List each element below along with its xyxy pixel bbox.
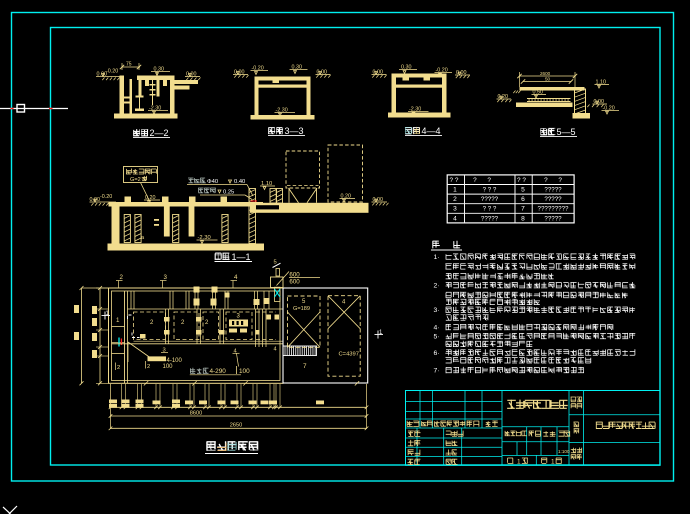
svg-text:-0.20: -0.20 <box>106 69 118 75</box>
svg-text:0.00: 0.00 <box>456 70 467 76</box>
svg-text:?????: ????? <box>544 187 562 194</box>
svg-text:1: 1 <box>379 330 383 336</box>
svg-text:4: 4 <box>453 215 457 222</box>
svg-text:3: 3 <box>163 348 166 354</box>
svg-text:5—5: 5—5 <box>557 127 576 137</box>
svg-text:? ?: ? ? <box>473 177 491 184</box>
svg-text:4: 4 <box>342 300 346 306</box>
svg-text:8600: 8600 <box>190 411 202 417</box>
svg-text:1.10: 1.10 <box>596 80 607 86</box>
svg-text:1.10: 1.10 <box>261 181 272 187</box>
svg-text:600: 600 <box>289 272 300 279</box>
svg-text:?????: ????? <box>544 196 562 203</box>
svg-text:-0.20: -0.20 <box>603 106 615 112</box>
svg-text:-2.30: -2.30 <box>149 106 161 112</box>
svg-text:? ? ?: ? ? ? <box>483 206 497 213</box>
svg-text:2: 2 <box>117 365 120 371</box>
svg-text:0.20: 0.20 <box>498 94 509 100</box>
svg-text:7: 7 <box>521 206 525 213</box>
svg-text:3—3: 3—3 <box>285 126 304 136</box>
svg-text:4: 4 <box>234 274 238 281</box>
svg-text:? ?: ? ? <box>544 177 562 184</box>
svg-text:1: 1 <box>106 311 110 317</box>
svg-text:2·: 2· <box>434 283 440 290</box>
svg-text:-0.20: -0.20 <box>100 194 112 200</box>
svg-text:1:100: 1:100 <box>558 449 570 454</box>
svg-text:0.50: 0.50 <box>533 90 544 96</box>
svg-text:1—1: 1—1 <box>232 252 251 262</box>
svg-text:-2.30: -2.30 <box>409 107 421 113</box>
svg-text:1: 1 <box>551 458 555 465</box>
svg-text:G=189: G=189 <box>293 306 310 312</box>
svg-text:1·: 1· <box>434 254 440 261</box>
svg-text:5: 5 <box>521 187 525 194</box>
svg-text:5: 5 <box>274 260 277 266</box>
svg-text:4-290: 4-290 <box>210 368 227 375</box>
svg-text:100: 100 <box>163 364 174 370</box>
svg-text:5·: 5· <box>434 334 440 341</box>
svg-text:0.00: 0.00 <box>373 197 384 203</box>
svg-text:0.30: 0.30 <box>292 65 303 71</box>
svg-text:1: 1 <box>453 187 457 194</box>
svg-text:3: 3 <box>164 274 168 281</box>
svg-text:0.25: 0.25 <box>223 190 234 196</box>
svg-text:0.00: 0.00 <box>373 70 384 76</box>
svg-text:4—4: 4—4 <box>422 126 441 136</box>
svg-text:C=4397: C=4397 <box>339 352 359 358</box>
svg-text:5: 5 <box>302 299 306 305</box>
svg-text:3: 3 <box>237 314 241 320</box>
svg-text:0.20: 0.20 <box>341 194 352 200</box>
svg-text:0.00: 0.00 <box>594 99 605 105</box>
svg-text:? ? ?: ? ? ? <box>483 187 497 194</box>
svg-text:50: 50 <box>545 77 551 82</box>
svg-text:a: a <box>141 235 145 241</box>
svg-text:6·: 6· <box>434 350 440 357</box>
svg-text:?????????: ????????? <box>538 206 570 213</box>
svg-text:75: 75 <box>126 62 132 68</box>
svg-text:4: 4 <box>234 348 238 354</box>
svg-text:100: 100 <box>239 368 250 375</box>
svg-text:2: 2 <box>181 320 185 326</box>
svg-text:?????: ????? <box>544 215 562 222</box>
svg-text:600: 600 <box>289 278 300 285</box>
svg-text:3: 3 <box>453 206 457 213</box>
svg-text:-0.20: -0.20 <box>252 66 264 72</box>
svg-text:?????: ????? <box>481 196 499 203</box>
svg-text:0.00: 0.00 <box>90 197 101 203</box>
svg-text:Φ40: Φ40 <box>207 179 218 185</box>
svg-text:8: 8 <box>521 215 525 222</box>
svg-text:0.00: 0.00 <box>317 70 328 76</box>
svg-text:3·: 3· <box>434 307 440 314</box>
svg-text:1: 1 <box>517 458 521 465</box>
svg-text:0.40: 0.40 <box>234 179 245 185</box>
svg-text:-2.30: -2.30 <box>198 235 211 241</box>
svg-text:G=2: G=2 <box>130 177 141 183</box>
svg-text:-0.20: -0.20 <box>436 68 448 74</box>
svg-text:7: 7 <box>303 363 307 370</box>
svg-text:4: 4 <box>274 347 277 353</box>
svg-text:2: 2 <box>147 364 150 370</box>
svg-text:0.30: 0.30 <box>401 65 412 71</box>
svg-text:? ?: ? ? <box>450 177 459 184</box>
svg-text:2—2: 2—2 <box>150 128 169 138</box>
svg-text:1: 1 <box>116 317 120 324</box>
svg-text:2: 2 <box>453 196 457 203</box>
svg-text:2: 2 <box>205 320 209 326</box>
svg-text:2: 2 <box>120 274 124 281</box>
svg-text:-2.30: -2.30 <box>276 108 288 114</box>
svg-text:2600: 2600 <box>540 71 551 76</box>
svg-text:7·: 7· <box>434 368 440 375</box>
svg-text:2: 2 <box>150 320 154 326</box>
svg-text:4·: 4· <box>434 325 440 332</box>
svg-text:0.20: 0.20 <box>145 195 156 201</box>
svg-text:4-100: 4-100 <box>167 358 183 364</box>
svg-text:0.30: 0.30 <box>154 67 165 73</box>
svg-text:?????: ????? <box>481 215 499 222</box>
svg-text:2650: 2650 <box>230 422 242 428</box>
svg-text:6: 6 <box>521 196 525 203</box>
svg-text:? ?: ? ? <box>517 177 526 184</box>
